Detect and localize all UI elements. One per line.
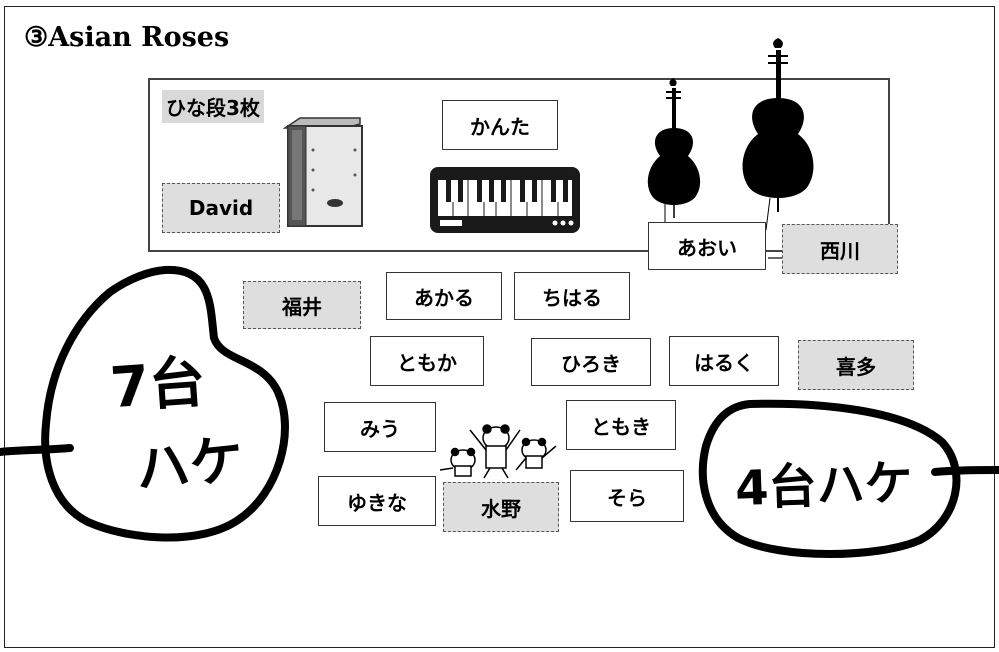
name-box-miu: みう [324,402,436,452]
name-box-hiroki: ひろき [531,338,651,386]
name-box-sora: そら [570,470,684,522]
cajon-icon [282,117,363,227]
slide-frame [4,6,995,648]
name-box-tomoka: ともか [370,336,484,386]
left-blob-line1: 7台 [108,349,208,422]
left-blob-outline [41,265,289,542]
left-blob-tail [0,444,74,456]
riser-area [148,78,890,252]
name-box-aoi: あおい [648,222,766,270]
name-box-chiharu: ちはる [514,272,630,320]
name-box-fukui: 福井 [243,281,361,329]
name-box-kita: 喜多 [798,340,914,390]
keyboard-icon [430,167,580,233]
name-box-nishikawa: 西川 [782,224,898,274]
name-box-yukina: ゆきな [318,476,436,526]
name-box-akaru: あかる [386,272,502,320]
name-box-haruku: はるく [669,336,779,386]
left-blob-line2: ハケ [132,427,247,502]
name-box-tomoki: ともき [566,400,676,450]
cello-icon [742,38,814,231]
violin-icon [647,78,701,222]
pandas-icon [439,424,557,479]
name-box-kanta: かんた [442,100,558,150]
name-box-mizuno: 水野 [443,482,559,532]
right-blob-tail [931,466,999,476]
right-blob-label: 4台ハケ [734,454,914,518]
name-box-david: David [162,183,280,233]
slide-title: ③Asian Roses [24,22,230,53]
right-blob-outline [698,399,961,558]
riser-label: ひな段3枚 [162,90,264,123]
